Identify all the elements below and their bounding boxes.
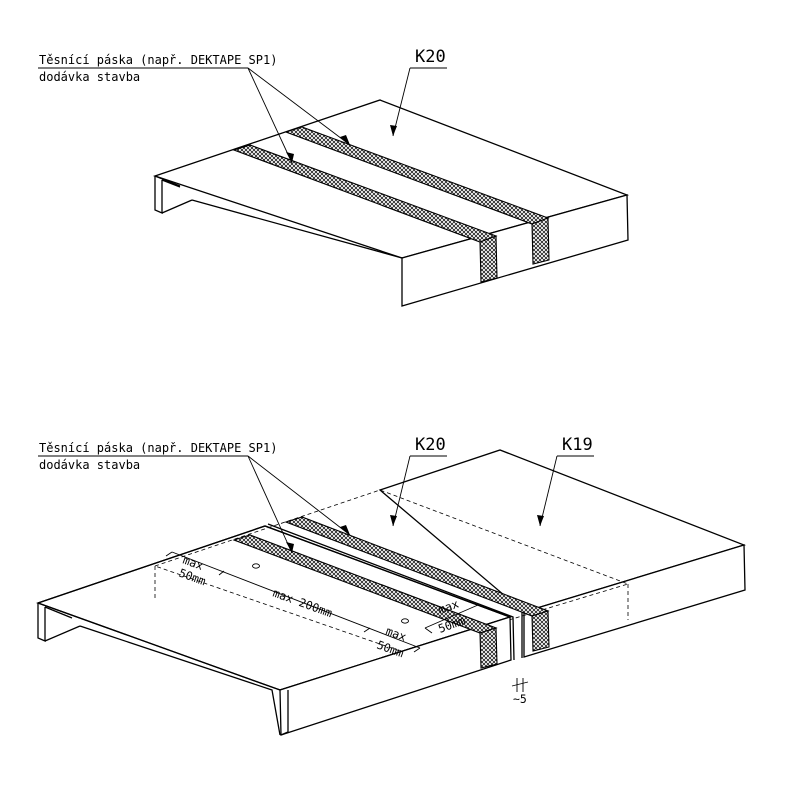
top-label: Těsnící páska (např. DEKTAPE SP1) dodávk… [38,47,447,164]
top-tape-label: Těsnící páska (např. DEKTAPE SP1) [39,53,277,67]
bottom-part-k20: K20 [415,435,446,455]
top-part-k20: K20 [415,47,446,67]
bottom-labels: Těsnící páska (např. DEKTAPE SP1) dodávk… [38,435,594,554]
bottom-diagram: max 50mm max 200mm max 50mm max 50mm ~5 … [36,435,746,736]
top-diagram: Těsnící páska (např. DEKTAPE SP1) dodávk… [38,47,630,307]
top-tape-2-front [531,217,550,265]
bottom-supply-label: dodávka stavba [39,458,140,472]
top-sealing-tapes [232,126,550,283]
bottom-tape-label: Těsnící páska (např. DEKTAPE SP1) [39,441,277,455]
bottom-sealing-tapes [232,516,550,669]
top-supply-label: dodávka stavba [39,70,140,84]
top-plate-k20 [152,99,630,307]
gap-dimension: ~5 [513,692,527,706]
bottom-seam [267,523,515,661]
bottom-screws [252,563,409,624]
top-tape-1-front [479,235,498,283]
dim-max-a: max [181,553,205,573]
bottom-tape-2-front [531,610,550,652]
bottom-part-k19: K19 [562,435,593,455]
bottom-plate-k19 [378,449,746,658]
dim-max-c: max [436,597,460,617]
screw-2 [401,618,409,624]
screw-1 [252,563,260,569]
bottom-tape-1-front [479,627,498,669]
dim-max-b: max [384,624,408,644]
bottom-plate-front [36,525,512,736]
